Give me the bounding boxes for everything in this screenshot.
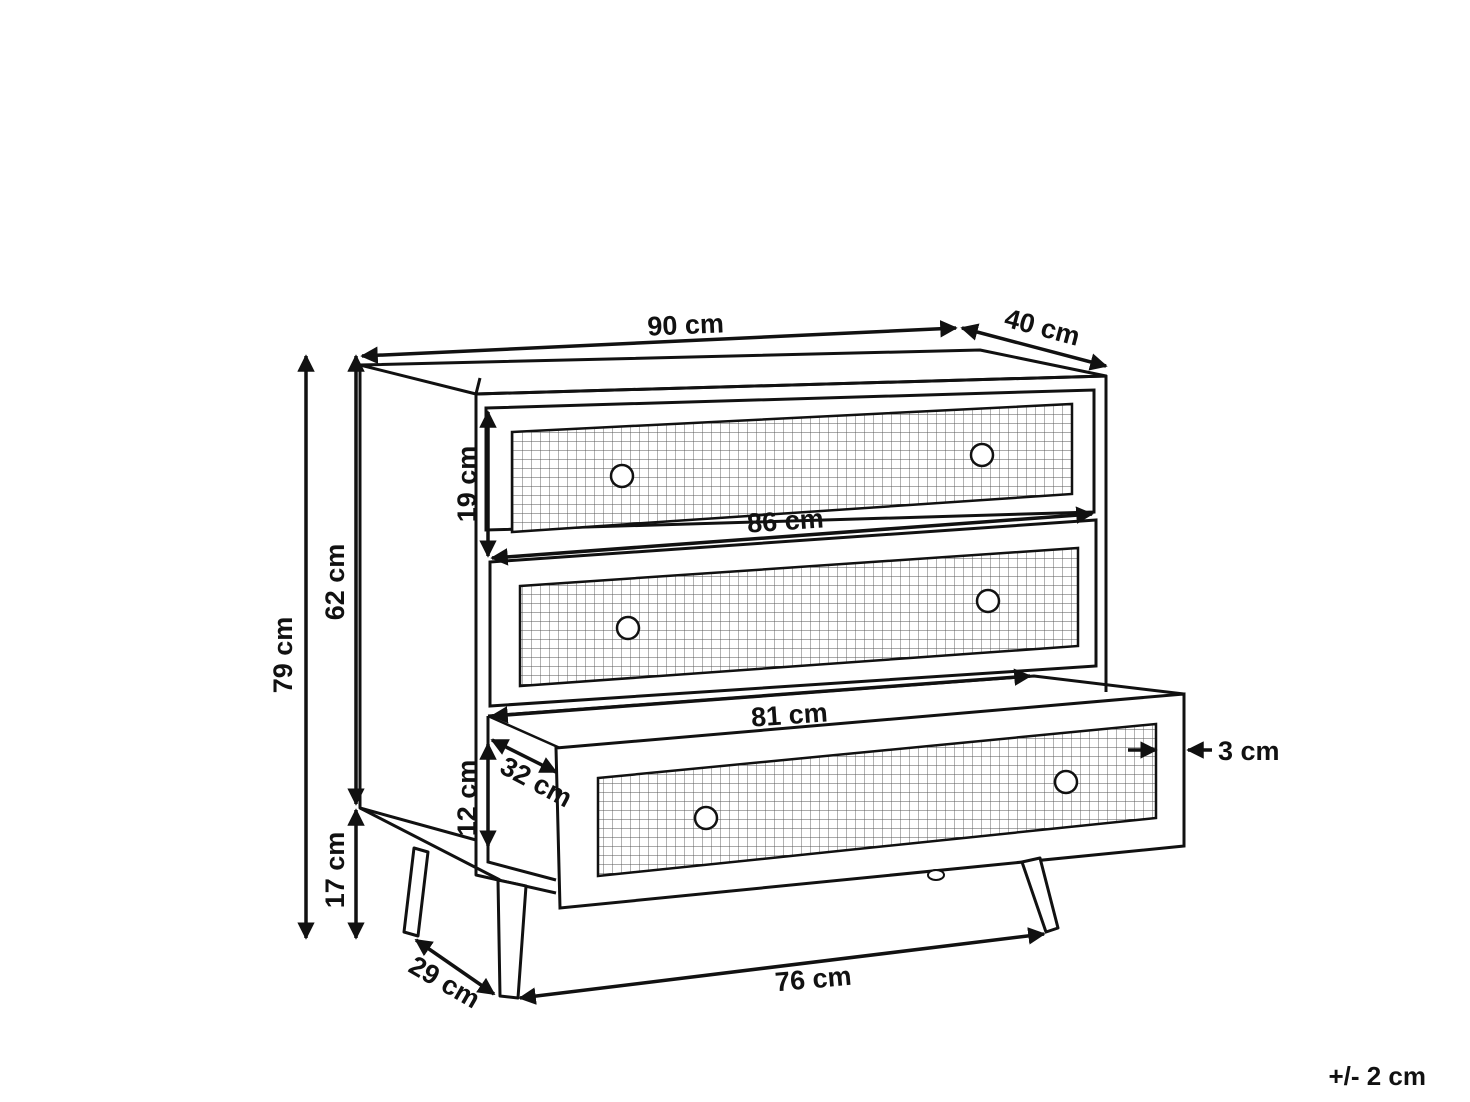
leg-height-label: 17 cm bbox=[320, 832, 350, 909]
front-thickness-label: 3 cm bbox=[1218, 736, 1280, 766]
tolerance-note: +/- 2 cm bbox=[1328, 1061, 1426, 1091]
leg bbox=[496, 878, 528, 1000]
drawer-inner-height-label: 12 cm bbox=[452, 760, 482, 837]
drawer-inner-width-label: 81 cm bbox=[750, 697, 828, 732]
depth-label: 40 cm bbox=[1001, 303, 1083, 352]
drawer-height-label: 19 cm bbox=[452, 446, 482, 523]
leg bbox=[402, 846, 430, 938]
drawer-knob bbox=[693, 805, 719, 831]
drawer-knob bbox=[969, 442, 995, 468]
drawer-knob bbox=[609, 463, 635, 489]
width-label: 90 cm bbox=[647, 308, 725, 341]
leg-span-width-label: 76 cm bbox=[774, 961, 853, 998]
drawer-width-label: 86 cm bbox=[746, 503, 824, 538]
drawer-3-open bbox=[486, 674, 1186, 910]
dimension-lines bbox=[297, 320, 1212, 1005]
drawer-1 bbox=[484, 388, 1096, 534]
drawer-knob bbox=[615, 615, 641, 641]
body-height-label: 62 cm bbox=[320, 544, 350, 621]
drawer-knob bbox=[975, 588, 1001, 614]
drawer-knob bbox=[1053, 769, 1079, 795]
front-frame bbox=[475, 374, 1108, 692]
total-height-label: 79 cm bbox=[268, 617, 298, 694]
drawer-2 bbox=[488, 518, 1098, 708]
leg bbox=[1020, 856, 1060, 934]
